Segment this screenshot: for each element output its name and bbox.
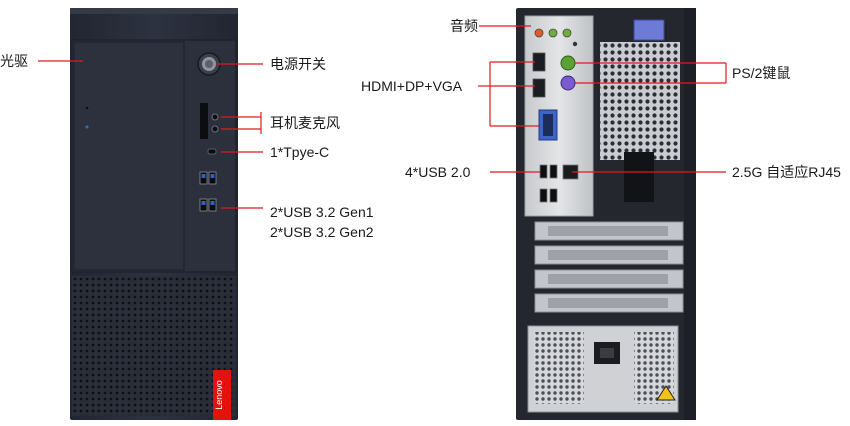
- audio-jack-green[interactable]: [548, 28, 558, 38]
- lenovo-logo-text: Lenovo: [214, 380, 224, 410]
- label-video-out: HDMI+DP+VGA: [361, 78, 463, 94]
- label-lan: 2.5G 自适应RJ45: [732, 164, 841, 180]
- label-headphone-mic: 耳机麦克风: [270, 115, 340, 131]
- serial-port[interactable]: [633, 19, 665, 41]
- label-type-c: 1*Tpye-C: [270, 144, 330, 160]
- card-reader-slot: [200, 103, 208, 139]
- ps2-mouse-port[interactable]: [560, 55, 576, 71]
- rear-usb-ports: [539, 164, 558, 203]
- ps2-keyboard-port[interactable]: [560, 75, 576, 91]
- headphone-jack[interactable]: [211, 113, 219, 121]
- label-usb32-gen1: 2*USB 3.2 Gen1: [270, 204, 374, 220]
- optical-drive[interactable]: [73, 41, 185, 271]
- rear-fan-grille: [600, 42, 680, 160]
- front-mesh-grille: [72, 276, 236, 416]
- usb-port[interactable]: [549, 188, 558, 203]
- label-usb20: 4*USB 2.0: [405, 164, 471, 180]
- front-tower: Lenovo: [70, 8, 238, 420]
- label-audio: 音频: [450, 18, 478, 34]
- audio-jack-green-2[interactable]: [562, 28, 572, 38]
- callout-lines: [38, 25, 727, 209]
- usb-port[interactable]: [539, 164, 548, 179]
- usb-port[interactable]: [549, 164, 558, 179]
- front-usb-ports: [199, 171, 217, 212]
- drive-led: [85, 125, 89, 129]
- rear-tower: [516, 8, 696, 420]
- mic-jack[interactable]: [211, 125, 219, 133]
- audio-jack-orange[interactable]: [534, 28, 544, 38]
- label-optical-drive: 光驱: [0, 53, 28, 69]
- label-power-switch: 电源开关: [270, 56, 326, 72]
- io-shield: [524, 15, 594, 217]
- label-ps2: PS/2键鼠: [732, 65, 791, 81]
- displayport-port[interactable]: [532, 78, 546, 98]
- type-c-port[interactable]: [207, 148, 217, 155]
- label-usb32-gen2: 2*USB 3.2 Gen2: [270, 224, 374, 240]
- warning-icon: [656, 385, 676, 401]
- rear-module: [624, 152, 654, 202]
- lenovo-logo: [213, 370, 231, 420]
- usb-port[interactable]: [539, 188, 548, 203]
- expansion-slots: [534, 221, 684, 313]
